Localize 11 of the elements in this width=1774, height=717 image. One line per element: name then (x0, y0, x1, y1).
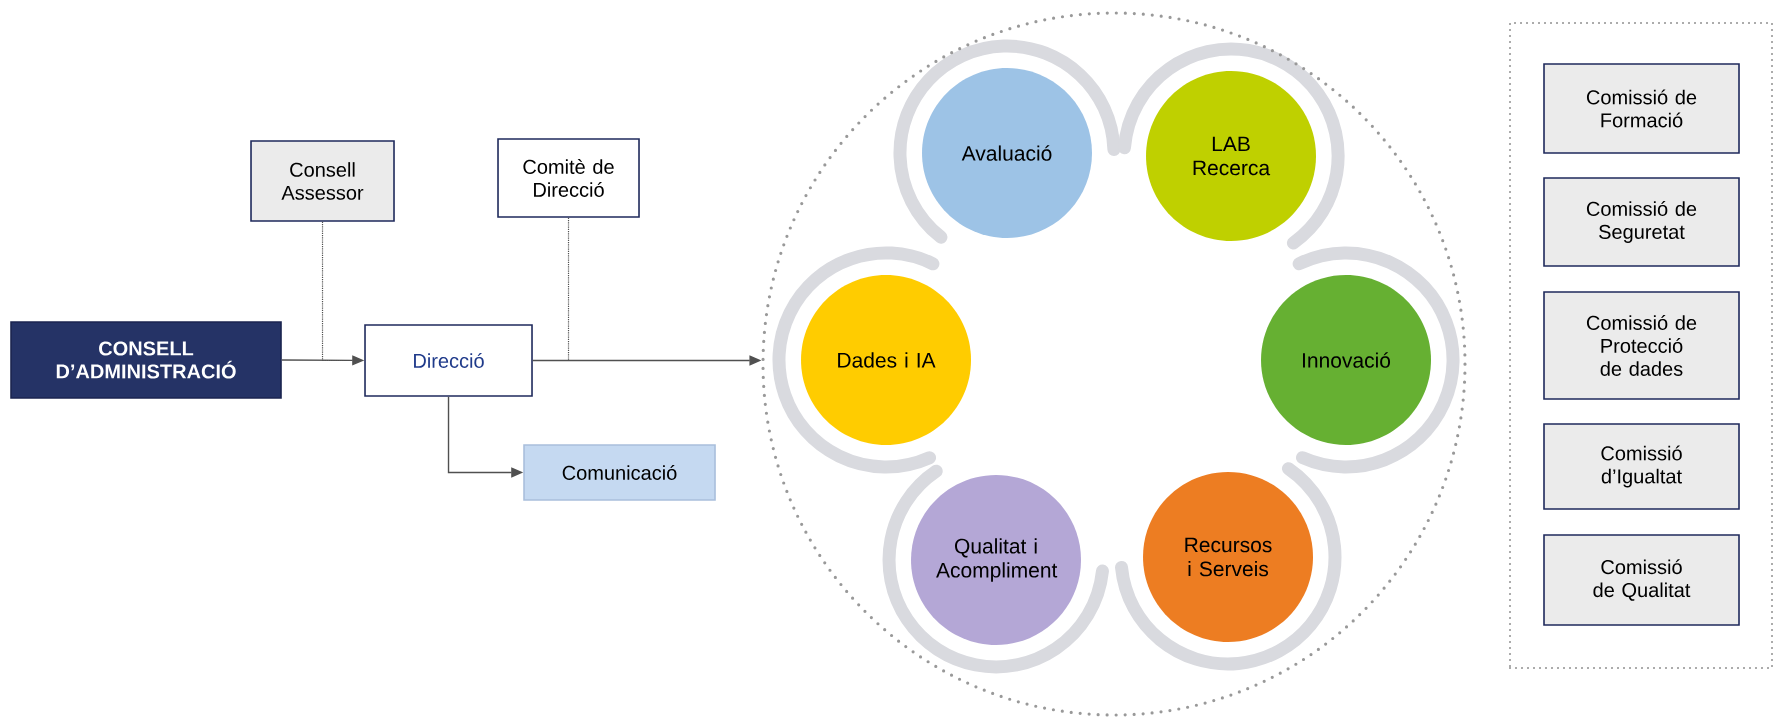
commission-box: Comissió de Formació (1543, 63, 1740, 154)
board-box: CONSELL D’ADMINISTRACIÓ (10, 321, 282, 399)
committee-box: Comitè de Direcció (497, 138, 640, 218)
commission-box: Comissió de Protecció de dades (1543, 291, 1740, 400)
process-box: Comunicació (523, 444, 716, 501)
dotted-frame (1508, 21, 1774, 670)
committee-box: Consell Assessor (250, 140, 395, 222)
commission-box: Comissió de Seguretat (1543, 177, 1740, 267)
commission-box: Comissió de Qualitat (1543, 534, 1740, 626)
commission-box: Comissió d’Igualtat (1543, 423, 1740, 510)
process-box: Direcció (364, 324, 533, 397)
